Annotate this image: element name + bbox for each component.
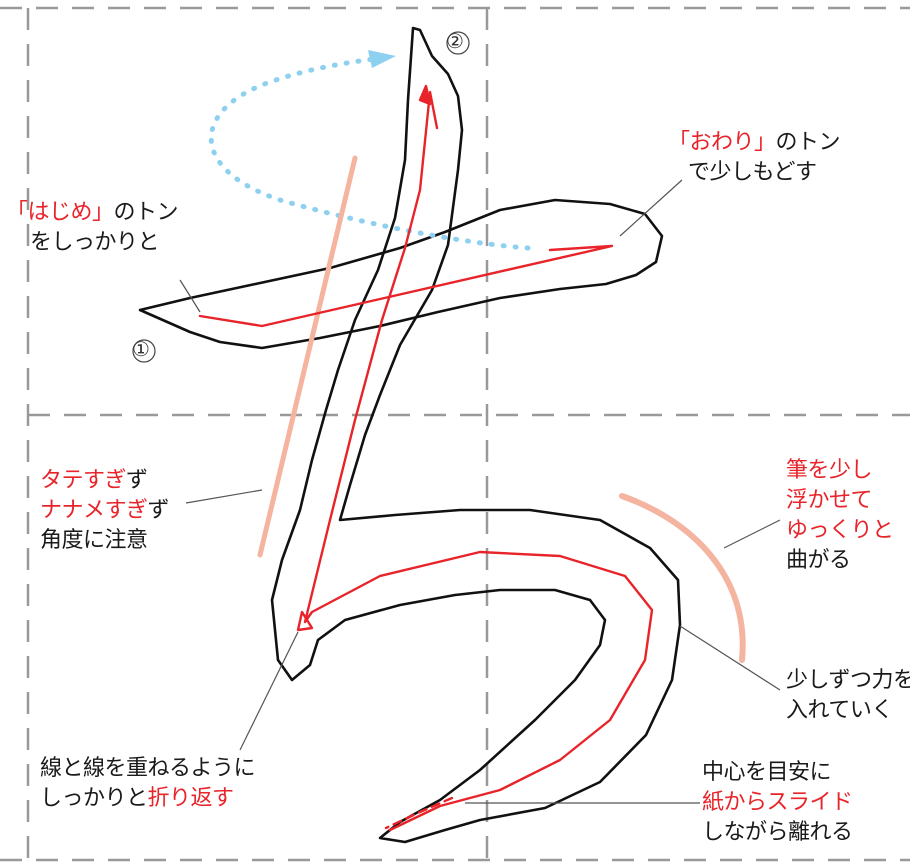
character-outline [138,26,682,844]
note-release: 中心を目安に 紙からスライド しながら離れる [702,758,853,848]
note-pressure-line2: 入れていく [786,698,893,723]
note-release-line1: 中心を目安に [702,760,832,785]
note-turn-line2: しっかりと折り返す [40,786,234,811]
note-curve-line1: 筆を少し [786,458,873,483]
note-angle-line3: 角度に注意 [40,528,148,553]
note-pressure-line1: 少しずつ力を [786,668,910,693]
rotation-arc [208,50,531,251]
note-hajime-line1: 「はじめ」のトン [6,200,179,225]
note-pressure: 少しずつ力を 入れていく [786,666,910,726]
note-angle-line1: タテすぎず [40,468,148,493]
leader-lines [179,179,781,804]
note-curve-line2: 浮かせて [786,488,873,513]
vertical-loop-path [303,90,654,832]
note-hajime-line2: をしっかりと [30,230,160,255]
note-curve-line3: ゆっくりと [786,518,894,543]
turn-marker-icon [296,610,314,632]
note-owari-line2: で少しもどす [688,160,817,185]
horizontal-stroke-path [198,244,614,328]
leader-pressure [679,625,781,691]
angle-guide-line [257,155,358,558]
note-release-line3: しながら離れる [702,820,853,845]
note-turn: 線と線を重ねるように しっかりと折り返す [40,754,256,814]
stroke-number-2-circle [446,31,470,55]
leader-hajime [179,279,201,313]
note-release-line2: 紙からスライド [702,790,853,815]
note-owari-line1: 「おわり」のトン [668,130,841,155]
guide-grid [0,6,910,862]
vertical-loop-outline [270,26,682,844]
leader-owari [619,179,683,237]
note-angle: タテすぎず ナナメすぎず 角度に注意 [40,466,170,556]
stroke-number-2: ② [446,29,464,53]
note-turn-line1: 線と線を重ねるように [40,756,256,781]
curve-guide-arc [619,493,746,663]
stroke-number-1-circle [132,339,156,363]
note-owari: 「おわり」のトン で少しもどす [668,128,841,188]
note-curve: 筆を少し 浮かせて ゆっくりと 曲がる [786,456,894,576]
leader-curve [723,519,781,549]
release-dash [384,796,454,830]
leader-turn [239,631,299,751]
stroke-paths [198,84,654,832]
stroke-number-1: ① [132,337,150,361]
note-hajime: 「はじめ」のトン をしっかりと [6,198,179,258]
horizontal-stroke-outline [138,198,664,350]
leader-angle [185,489,263,504]
note-angle-line2: ナナメすぎず [40,498,170,523]
arrowhead-icon [368,50,396,68]
up-arrow-icon [418,84,432,106]
note-curve-line4: 曲がる [786,548,851,573]
